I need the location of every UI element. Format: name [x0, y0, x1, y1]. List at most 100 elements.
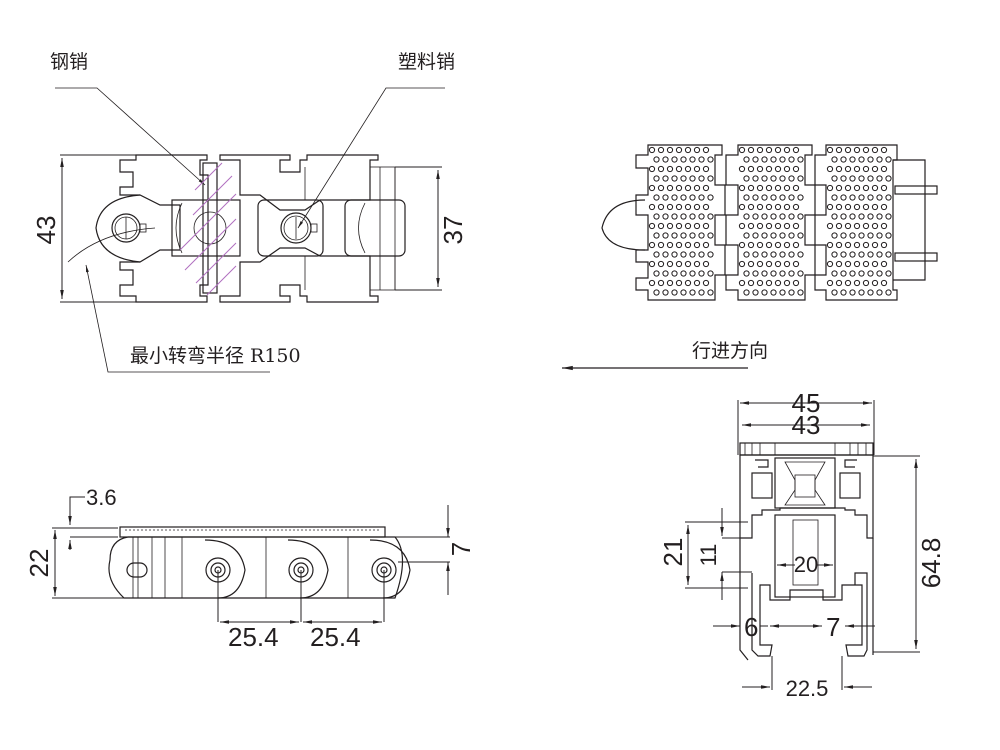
perforation-hole — [765, 241, 773, 249]
perforation-hole — [835, 184, 843, 192]
perforation-hole — [849, 251, 856, 258]
steel-pin — [202, 162, 218, 294]
perforation-hole — [783, 203, 791, 211]
perforation-hole — [797, 289, 804, 296]
perforation-hole — [743, 175, 750, 182]
perforation-hole — [756, 222, 764, 230]
perforation-hole — [792, 203, 800, 211]
perforation-hole — [867, 232, 874, 239]
perforation-hole — [840, 194, 847, 201]
perforation-hole — [653, 213, 660, 220]
perforation-hole — [648, 146, 656, 154]
perforation-hole — [770, 194, 777, 201]
travel-direction-label: 行进方向 — [692, 340, 768, 362]
perforation-hole — [792, 241, 800, 249]
perforation-hole — [871, 222, 879, 230]
perforation-hole — [858, 251, 865, 258]
perforation-hole — [648, 184, 656, 192]
perforation-hole — [885, 270, 892, 277]
perforation-hole — [684, 260, 692, 268]
perforation-hole — [853, 260, 861, 268]
perforation-hole — [653, 194, 660, 201]
perforation-hole — [662, 232, 669, 239]
perforation-hole — [831, 251, 838, 258]
perforation-hole — [867, 213, 874, 220]
perforation-hole — [876, 213, 883, 220]
perforation-hole — [752, 251, 759, 258]
perforation-hole — [666, 222, 674, 230]
perforation-hole — [761, 251, 768, 258]
perforation-hole — [783, 165, 791, 173]
perforation-hole — [853, 165, 861, 173]
perforation-hole — [743, 194, 750, 201]
perforation-hole — [761, 213, 768, 220]
perforation-hole — [867, 251, 874, 258]
dim-43-label: 43 — [31, 216, 61, 245]
perforation-hole — [862, 260, 870, 268]
perforation-hole — [680, 213, 687, 220]
perforation-hole — [880, 222, 888, 230]
turn-radius-leader — [85, 264, 270, 373]
perforation-hole — [765, 184, 773, 192]
perforation-hole — [657, 222, 665, 230]
perforation-hole — [779, 156, 786, 163]
perforation-hole — [657, 203, 665, 211]
perforation-hole — [693, 260, 701, 268]
perforation-hole — [698, 156, 705, 163]
perforation-hole — [835, 146, 843, 154]
perforation-hole — [657, 260, 665, 268]
perforation-hole — [752, 270, 759, 277]
perforation-hole — [797, 232, 804, 239]
perforation-hole — [707, 156, 714, 163]
perforation-hole — [689, 175, 696, 182]
perforation-hole — [702, 203, 710, 211]
perforation-hole — [788, 251, 795, 258]
perforation-hole — [671, 251, 678, 258]
perforation-hole — [849, 194, 856, 201]
perforation-hole — [684, 146, 692, 154]
perforation-hole — [788, 270, 795, 277]
perforation-hole — [747, 146, 755, 154]
perforation-hole — [783, 184, 791, 192]
perforation-hole — [662, 175, 669, 182]
perforation-hole — [831, 270, 838, 277]
perforation-hole — [707, 232, 714, 239]
dim-3-6-label: 3.6 — [86, 485, 117, 510]
perforation-hole — [880, 165, 888, 173]
perforation-hole — [774, 184, 782, 192]
perforation-hole — [657, 184, 665, 192]
perforation-hole — [765, 146, 773, 154]
perforation-hole — [702, 260, 710, 268]
dim-7-end-label: 7 — [826, 612, 840, 642]
perforation-hole — [693, 146, 701, 154]
perforation-hole — [792, 260, 800, 268]
perforation-hole — [707, 251, 714, 258]
perforation-hole — [675, 203, 683, 211]
steel-pin-label: 钢销 — [50, 51, 88, 73]
perforation-hole — [840, 232, 847, 239]
perforation-hole — [662, 213, 669, 220]
perforation-hole — [849, 156, 856, 163]
perforation-hole — [862, 184, 870, 192]
perforation-hole — [770, 289, 777, 296]
perforation-hole — [885, 156, 892, 163]
perforation-hole — [653, 232, 660, 239]
perforation-hole — [675, 260, 683, 268]
perforation-hole — [835, 165, 843, 173]
perforation-hole — [648, 260, 656, 268]
perforation-hole — [876, 232, 883, 239]
perforation-hole — [675, 184, 683, 192]
perforation-hole — [770, 156, 777, 163]
perforation-hole — [826, 165, 834, 173]
perforation-hole — [752, 213, 759, 220]
perforation-hole — [693, 165, 701, 173]
perforation-hole — [666, 203, 674, 211]
perforation-hole — [831, 194, 838, 201]
perforation-hole — [826, 184, 834, 192]
perforation-hole — [849, 270, 856, 277]
perforation-hole — [774, 279, 782, 287]
perforation-hole — [770, 270, 777, 277]
perforation-hole — [671, 194, 678, 201]
perforation-hole — [693, 184, 701, 192]
side-view: 3.6 22 7 25.4 25.4 — [24, 485, 476, 652]
